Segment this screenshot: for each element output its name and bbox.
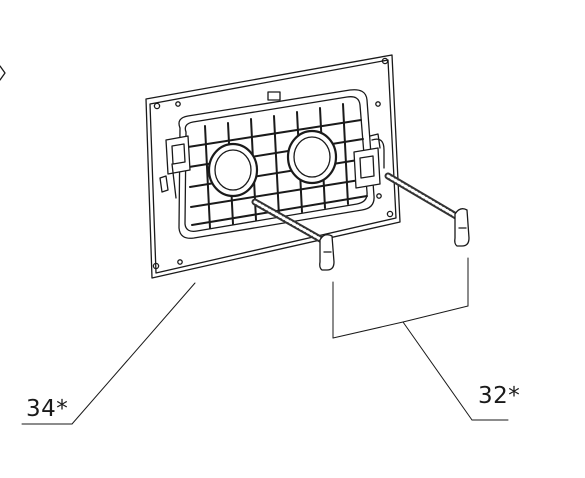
left-clip	[159, 135, 191, 199]
support-rod-right	[384, 172, 470, 247]
leader-frame	[21, 282, 196, 425]
right-clip	[353, 133, 385, 189]
flush-opening-left	[207, 142, 259, 198]
callout-32-label: 32*	[478, 383, 521, 409]
support-rod-left	[251, 198, 335, 271]
flush-opening-right	[286, 129, 338, 185]
callout-34-label: 34*	[26, 396, 69, 422]
edge-mark	[0, 65, 6, 81]
leader-supports	[332, 257, 509, 421]
